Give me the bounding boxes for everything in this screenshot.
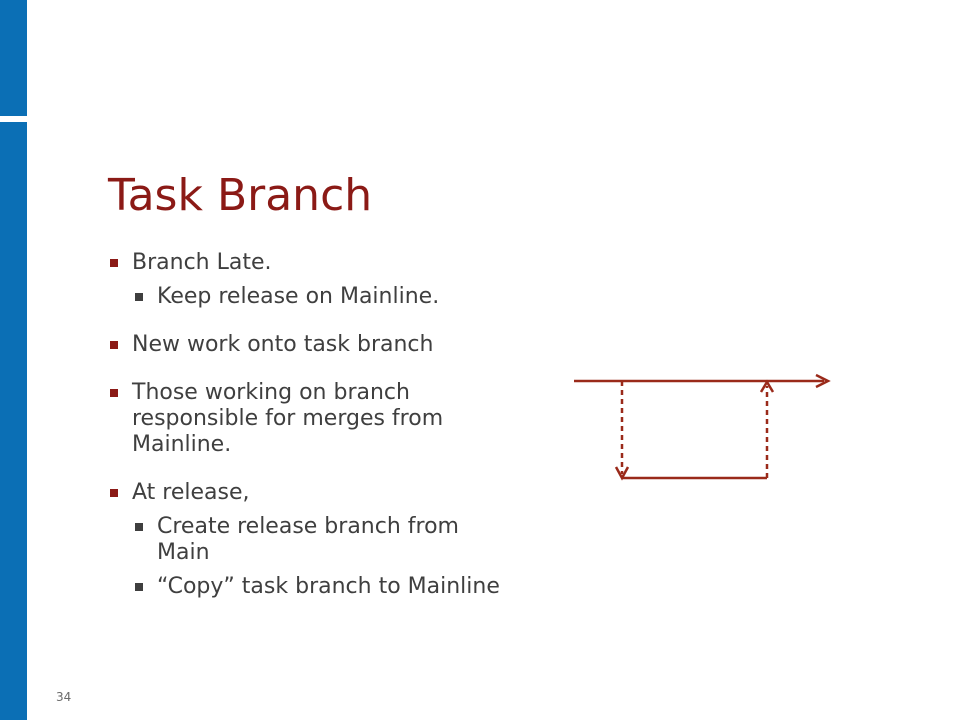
merge-back-arrowhead [759, 379, 775, 393]
sub-bullet-item: Keep release on Mainline. [135, 284, 510, 310]
accent-bar-top [0, 0, 27, 116]
page-number: 34 [56, 690, 72, 704]
bullet-item: At release, Create release branch from M… [110, 480, 510, 600]
bullet-text: At release, [132, 480, 250, 505]
sub-bullet-item: “Copy” task branch to Mainline [135, 574, 510, 600]
bullet-item: Branch Late. Keep release on Mainline. [110, 250, 510, 310]
bullet-item: Those working on branch responsible for … [110, 380, 510, 458]
bullet-text: Branch Late. [132, 250, 272, 275]
bullet-item: New work onto task branch [110, 332, 510, 358]
mainline-arrowhead [815, 373, 831, 389]
sub-bullet-item: Create release branch from Main [135, 514, 510, 566]
sub-bullet-list: Keep release on Mainline. [135, 284, 510, 310]
accent-bar-bottom [0, 122, 27, 720]
bullet-list: Branch Late. Keep release on Mainline. N… [110, 250, 510, 622]
branch-out-arrowhead [614, 466, 630, 481]
bullet-text: Those working on branch responsible for … [132, 380, 444, 457]
bullet-text: New work onto task branch [132, 332, 434, 357]
slide-title: Task Branch [108, 170, 373, 221]
sub-bullet-list: Create release branch from Main “Copy” t… [135, 514, 510, 600]
